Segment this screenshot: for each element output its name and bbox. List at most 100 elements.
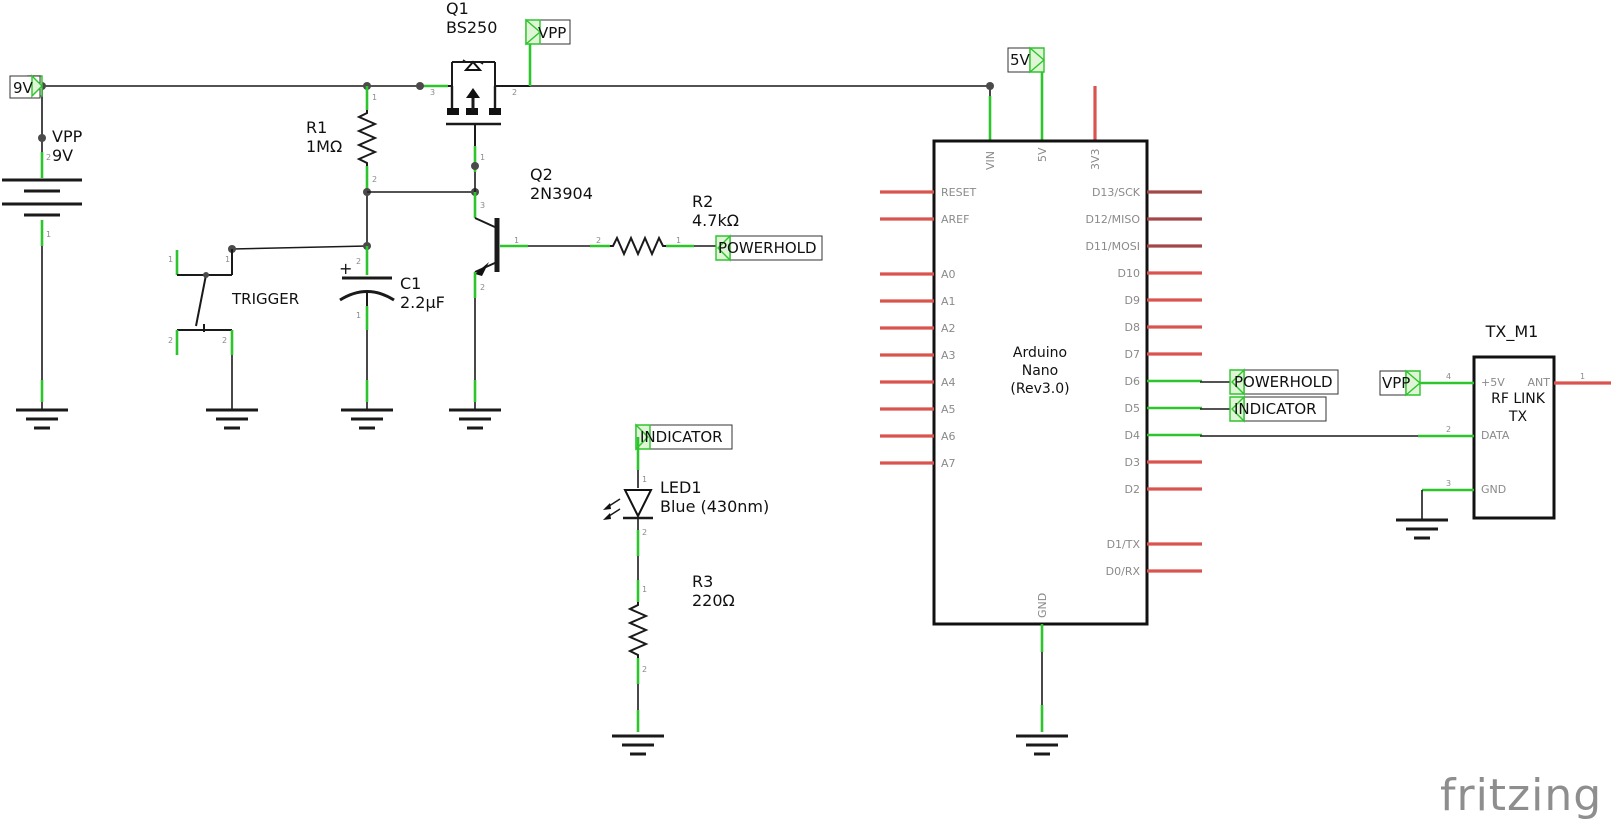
pin-vin: VIN [984,151,997,170]
arduino-right-pin-d4: D4 [1125,429,1202,442]
q2-pin-3: 3 [480,201,485,210]
resistor-r1: 1 2 R1 1MΩ [306,86,378,246]
c1-pin-2: 2 [356,257,361,266]
battery-value: 9V [52,146,73,165]
ground-symbol-switch [206,408,258,430]
switch-pin-1b: 1 [225,255,230,264]
net-label-powerhold-left: POWERHOLD [715,234,823,262]
battery-vpp: 2 1 VPP 9V [2,127,83,402]
arduino-left-pin-a5: A5 [880,403,956,416]
arduino-right-pin-d11-mosi: D11/MOSI [1085,240,1202,253]
switch-trigger: 1 1 2 2 TRIGGER [168,242,371,410]
arduino-left-pin-label: A2 [941,322,956,335]
rf-name: TX_M1 [1485,322,1539,342]
arduino-left-pin-label: A3 [941,349,956,362]
ground-symbol-battery [16,402,68,430]
arduino-right-pin-d13-sck: D13/SCK [1092,186,1202,199]
arduino-right-pin-d3: D3 [1125,456,1202,469]
arduino-right-pins: D13/SCK D12/MISO D11/MOSI D10D9D8D7D6D5D4D3… [1085,186,1202,578]
arduino-title-1: Arduino [1013,345,1067,361]
led-name: LED1 [660,478,702,497]
arduino-left-pin-label: A4 [941,376,956,389]
transistor-q2: 3 2 1 Q2 2N3904 [473,165,593,402]
arduino-right-pin-d9: D9 [1125,294,1202,307]
arduino-left-pin-reset: RESET [880,186,977,199]
ground-symbol-led [612,734,664,756]
net-label-5v: 5V [1007,46,1046,74]
switch-pin-1a: 1 [168,255,173,264]
r3-name: R3 [692,572,713,591]
r1-pin-1: 1 [372,93,377,102]
r3-pin-2: 2 [642,665,647,674]
ground-symbol-rf [1396,518,1448,540]
arduino-right-pin-label: D9 [1125,294,1140,307]
r3-value: 220Ω [692,591,735,610]
net-indicator-led-text: INDICATOR [640,428,723,446]
switch-pin-2b: 2 [222,336,227,345]
q1-pin-1: 1 [480,153,485,162]
arduino-right-pin-d7: D7 [1125,348,1202,361]
arduino-left-pin-a2: A2 [880,322,956,335]
arduino-right-pin-label: D4 [1125,429,1140,442]
q2-part: 2N3904 [530,184,593,203]
arduino-right-pin-label: D1/TX [1107,538,1141,551]
arduino-right-pin-d8: D8 [1125,321,1202,334]
resistor-r2: 2 1 R2 4.7kΩ [590,192,739,257]
arduino-right-pin-label: D11/MOSI [1085,240,1140,253]
fritzing-watermark: fritzing [1440,770,1602,821]
rf-pin-5v: +5V [1481,376,1505,389]
battery-pin-1: 1 [46,230,51,239]
q1-pin-3: 3 [430,88,435,97]
r2-name: R2 [692,192,713,211]
pin-3v3: 3V3 [1089,148,1102,170]
r1-name: R1 [306,118,327,137]
arduino-right-pin-label: D0/RX [1106,565,1141,578]
arduino-right-pin-label: D3 [1125,456,1140,469]
rf-title-2: TX [1508,409,1528,425]
mosfet-q1: 3 2 1 Q1 BS250 [430,0,534,192]
r1-pin-2: 2 [372,175,377,184]
arduino-right-pin-d2: D2 [1125,483,1202,496]
switch-pin-2a: 2 [168,336,173,345]
r2-value: 4.7kΩ [692,211,739,230]
pin-gnd: GND [1036,593,1049,618]
net-vpp-top-text: VPP [538,24,566,42]
led-led1: 1 2 LED1 Blue (430nm) [603,437,769,556]
q1-name: Q1 [446,0,469,18]
arduino-left-pin-label: A6 [941,430,956,443]
arduino-right-pin-d0-rx: D0/RX [1106,565,1202,578]
q2-pin-2: 2 [480,283,485,292]
arduino-right-pin-label: D8 [1125,321,1140,334]
arduino-left-pin-a4: A4 [880,376,956,389]
arduino-right-pin-label: D12/MISO [1085,213,1140,226]
c1-pin-1: 1 [356,311,361,320]
arduino-right-pin-d6: D6 [1125,375,1202,388]
r1-value: 1MΩ [306,137,342,156]
ground-symbol-arduino [1016,734,1068,756]
arduino-left-pin-label: A0 [941,268,956,281]
c1-value: 2.2µF [400,293,445,312]
arduino-left-pin-aref: AREF [880,213,969,226]
rf-module-tx: TX_M1 RF LINK TX +5V DATA GND ANT 4 2 3 … [1418,322,1611,520]
net-label-vpp-top: VPP [525,18,571,46]
arduino-right-pin-label: D2 [1125,483,1140,496]
arduino-right-pin-label: D7 [1125,348,1140,361]
c1-polarity: + [339,259,352,278]
rf-pin-ant: ANT [1528,376,1551,389]
led-pin-2: 2 [642,528,647,537]
net-label-vpp-rf: VPP [1379,369,1422,397]
rf-pin-num-2: 2 [1446,425,1451,434]
net-label-indicator-right: INDICATOR [1200,395,1327,423]
r3-pin-1: 1 [642,585,647,594]
arduino-left-pin-label: RESET [941,186,977,199]
arduino-right-pin-label: D5 [1125,402,1140,415]
q1-pin-2: 2 [512,88,517,97]
arduino-nano: 5V VIN 5V 3V3 Arduino Nano (Rev3.0) GND … [880,46,1202,732]
net-label-powerhold-right: POWERHOLD [1200,368,1339,396]
arduino-right-pin-label: D6 [1125,375,1140,388]
arduino-right-pin-d5: D5 [1125,402,1202,415]
arduino-left-pin-a1: A1 [880,295,956,308]
arduino-right-pin-d10: D10 [1118,267,1202,280]
c1-name: C1 [400,274,421,293]
